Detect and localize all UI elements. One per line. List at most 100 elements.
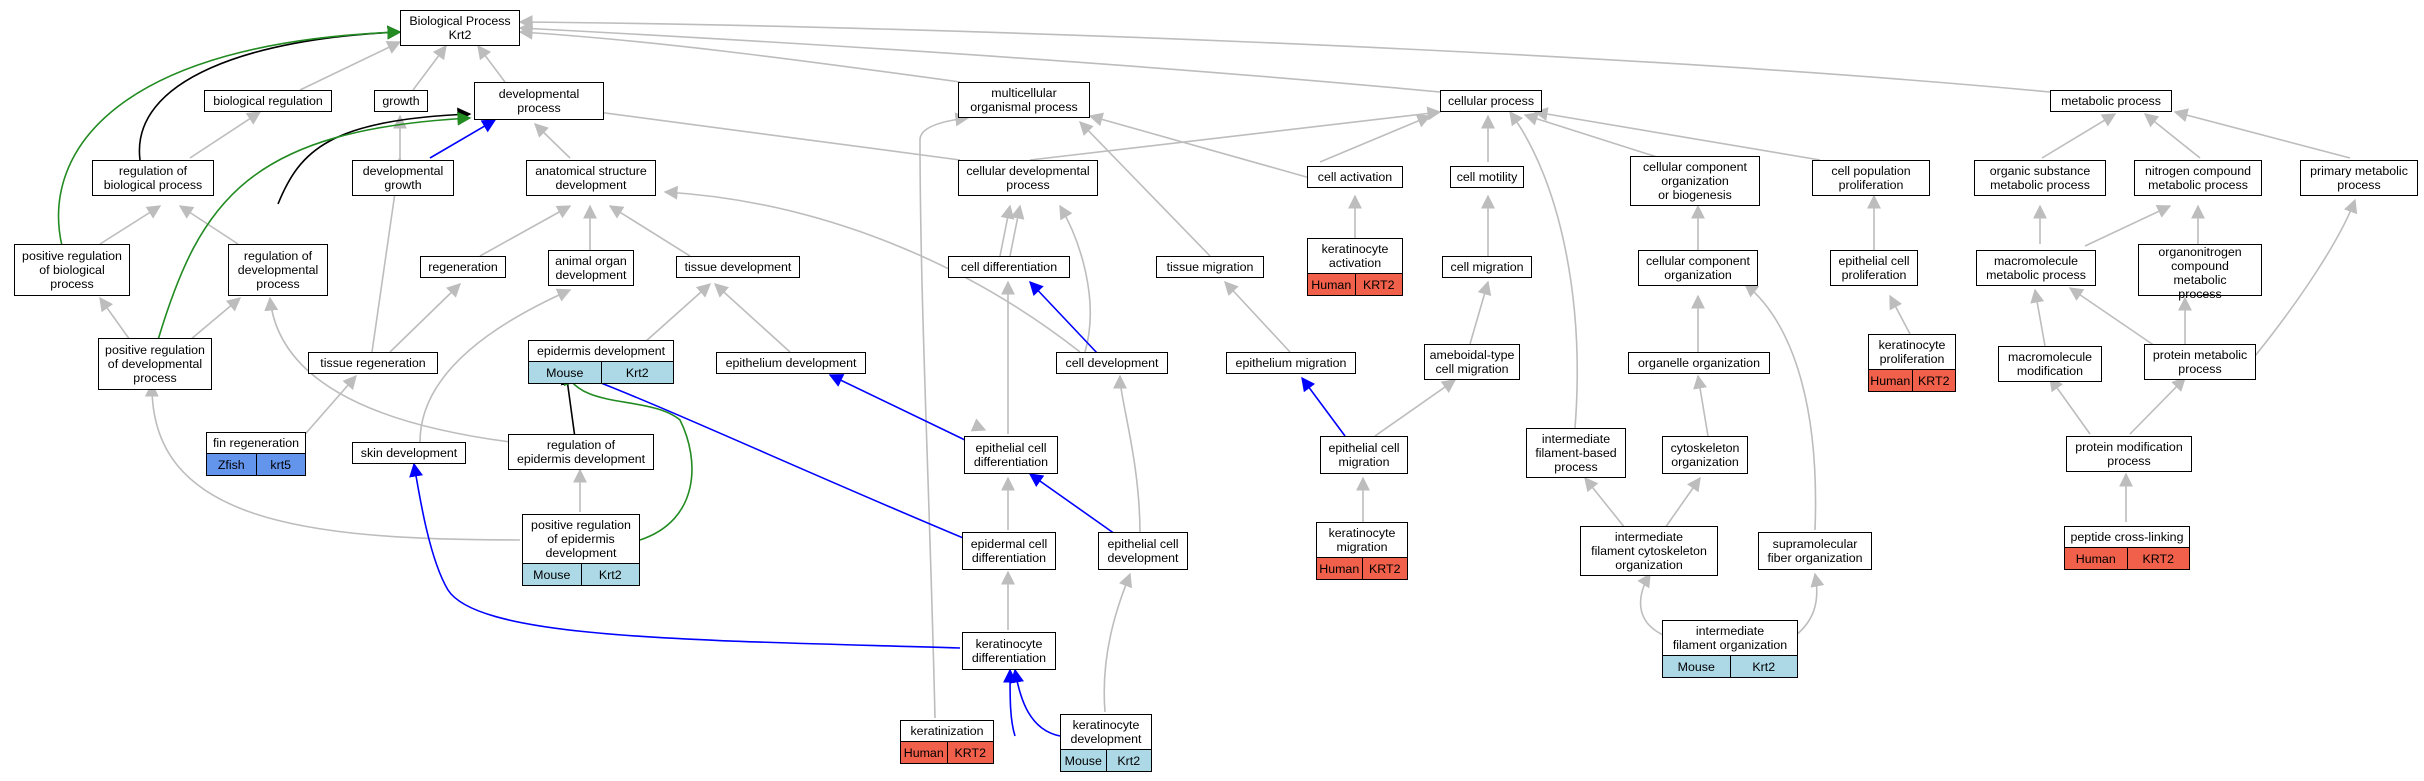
edge-macromod-macro: [2030, 288, 2046, 347]
go-term-regulation-of-developmental-process[interactable]: regulation of developmental process: [228, 244, 328, 296]
go-term-label: animal organ development: [555, 254, 627, 282]
go-term-epithelium-development[interactable]: epithelium development: [716, 352, 866, 374]
go-term-cytoskeleton-organization[interactable]: cytoskeleton organization: [1662, 436, 1748, 474]
go-term-epithelial-cell-differentiation[interactable]: epithelial cell differentiation: [964, 436, 1058, 474]
edge-protmet-primmet: [2254, 198, 2358, 357]
go-term-label: keratinocyte activation: [1321, 242, 1389, 270]
go-term-label: epidermal cell differentiation: [970, 537, 1048, 565]
edge-epidev-tissdev: [644, 283, 712, 343]
gene-tag: KRT2: [1911, 370, 1955, 391]
edge-posregdev-regdev: [189, 297, 242, 341]
go-term-multicellular-organismal-process[interactable]: multicellular organismal process: [958, 82, 1090, 118]
go-term-cell-motility[interactable]: cell motility: [1450, 166, 1524, 188]
edge-celldiff-celldevproc2: [999, 204, 1015, 257]
go-term-tissue-regeneration[interactable]: tissue regeneration: [308, 352, 438, 374]
go-term-supramolecular-fiber-organization[interactable]: supramolecular fiber organization: [1758, 532, 1872, 570]
go-term-organelle-organization[interactable]: organelle organization: [1628, 352, 1770, 374]
go-term-epithelium-migration[interactable]: epithelium migration: [1226, 352, 1356, 374]
go-term-label: epithelium development: [725, 356, 857, 370]
go-term-regulation-of-biological-process[interactable]: regulation of biological process: [92, 160, 214, 196]
go-term-ameboidal-type-cell-migration[interactable]: ameboidal-type cell migration: [1424, 344, 1520, 380]
go-term-macromolecule-modification[interactable]: macromolecule modification: [1998, 346, 2102, 382]
edge-epicellmig-ameboid: [1374, 379, 1457, 437]
go-term-protein-metabolic-process[interactable]: protein metabolic process: [2144, 344, 2256, 380]
species-tag: Mouse: [1061, 750, 1106, 771]
go-term-epithelial-cell-proliferation[interactable]: epithelial cell proliferation: [1830, 250, 1918, 286]
go-term-animal-organ-development[interactable]: animal organ development: [548, 250, 634, 286]
go-term-label: cell motility: [1456, 170, 1518, 184]
go-term-cell-activation[interactable]: cell activation: [1307, 166, 1403, 188]
go-term-cellular-developmental-process[interactable]: cellular developmental process: [958, 160, 1098, 196]
edge-iforg-supramol: [1794, 572, 1825, 637]
go-term-primary-metabolic-process[interactable]: primary metabolic process: [2300, 160, 2418, 196]
go-term-regulation-of-epidermis-development[interactable]: regulation of epidermis development: [508, 434, 654, 470]
go-term-intermediate-filament-based-process[interactable]: intermediate filament-based process: [1526, 428, 1626, 478]
go-term-cell-development[interactable]: cell development: [1056, 352, 1168, 374]
go-term-label: keratinocyte migration: [1328, 526, 1396, 554]
go-term-cellular-component-organization[interactable]: cellular component organization: [1638, 250, 1758, 286]
edge-iforg-ifcyto: [1637, 572, 1666, 637]
species-tag: Mouse: [529, 362, 601, 383]
edge-epicellmig-epithmig: [1301, 376, 1346, 437]
go-term-biological-regulation[interactable]: biological regulation: [204, 90, 332, 112]
go-term-label: primary metabolic process: [2310, 164, 2408, 192]
edge-tissmig-multi: [1079, 120, 1211, 257]
go-term-regeneration[interactable]: regeneration: [420, 256, 506, 278]
go-term-developmental-growth[interactable]: developmental growth: [352, 160, 454, 196]
go-term-positive-regulation-of-epidermis-development[interactable]: positive regulation of epidermis develop…: [522, 514, 640, 586]
go-term-macromolecule-metabolic-process[interactable]: macromolecule metabolic process: [1976, 250, 2096, 286]
go-term-epithelial-cell-development[interactable]: epithelial cell development: [1098, 532, 1188, 570]
edge-epicelldev-epicelldiff: [1028, 473, 1116, 535]
go-term-epidermal-cell-differentiation[interactable]: epidermal cell differentiation: [962, 532, 1056, 570]
go-term-positive-regulation-of-developmental-process[interactable]: positive regulation of developmental pro…: [98, 338, 212, 390]
go-term-label: peptide cross-linking: [2070, 530, 2184, 544]
edge-keratinization-multi: [919, 112, 970, 719]
go-term-biological-process-krt2[interactable]: Biological Process Krt2: [400, 10, 520, 46]
go-term-label: ameboidal-type cell migration: [1429, 348, 1515, 376]
species-tag: Zfish: [207, 454, 256, 475]
go-term-epithelial-cell-migration[interactable]: epithelial cell migration: [1320, 436, 1408, 474]
go-term-cell-differentiation[interactable]: cell differentiation: [948, 256, 1070, 278]
go-term-protein-modification-process[interactable]: protein modification process: [2066, 436, 2192, 472]
go-term-organic-substance-metabolic-process[interactable]: organic substance metabolic process: [1974, 160, 2106, 196]
go-term-anatomical-structure-development[interactable]: anatomical structure development: [526, 160, 656, 196]
edge-celldev-anatdev: [663, 185, 1081, 353]
go-term-nitrogen-compound-metabolic-process[interactable]: nitrogen compound metabolic process: [2134, 160, 2262, 196]
species-tag: Human: [1869, 370, 1912, 391]
edge-keratdev-epicelldev: [1103, 572, 1133, 713]
go-term-label: intermediate filament organization: [1672, 624, 1788, 652]
go-term-label: epithelium migration: [1235, 356, 1347, 370]
go-term-positive-regulation-of-biological-process[interactable]: positive regulation of biological proces…: [14, 244, 130, 296]
edge-bioreg-bp: [299, 41, 402, 91]
go-term-organonitrogen-compound-metabolic-process[interactable]: organonitrogen compound metabolic proces…: [2138, 244, 2262, 301]
edge-metab-bp: [518, 15, 2051, 93]
go-term-metabolic-process[interactable]: metabolic process: [2050, 90, 2172, 112]
go-term-keratinocyte-differentiation[interactable]: keratinocyte differentiation: [962, 632, 1056, 670]
go-term-label: tissue regeneration: [320, 356, 426, 370]
go-term-tissue-development[interactable]: tissue development: [676, 256, 800, 278]
go-term-cellular-process[interactable]: cellular process: [1440, 90, 1542, 112]
species-tag: Mouse: [1663, 656, 1730, 677]
go-term-developmental-process[interactable]: developmental process: [474, 82, 604, 120]
edge-anatdev-devproc: [533, 123, 571, 159]
go-term-tissue-migration[interactable]: tissue migration: [1156, 256, 1264, 278]
go-term-intermediate-filament-cytoskeleton-organization[interactable]: intermediate filament cytoskeleton organ…: [1580, 526, 1718, 576]
go-term-cell-migration[interactable]: cell migration: [1442, 256, 1532, 278]
edge-ccob-cellproc: [1523, 112, 1661, 159]
edge-regdev-regbio: [178, 205, 239, 245]
go-term-cell-population-proliferation[interactable]: cell population proliferation: [1812, 160, 1930, 196]
go-term-cellular-component-organization-or-biogenesis[interactable]: cellular component organization or bioge…: [1630, 156, 1760, 206]
go-term-skin-development[interactable]: skin development: [352, 442, 466, 464]
go-term-growth[interactable]: growth: [374, 90, 428, 112]
edge-posregepi-epidev: [563, 370, 693, 541]
